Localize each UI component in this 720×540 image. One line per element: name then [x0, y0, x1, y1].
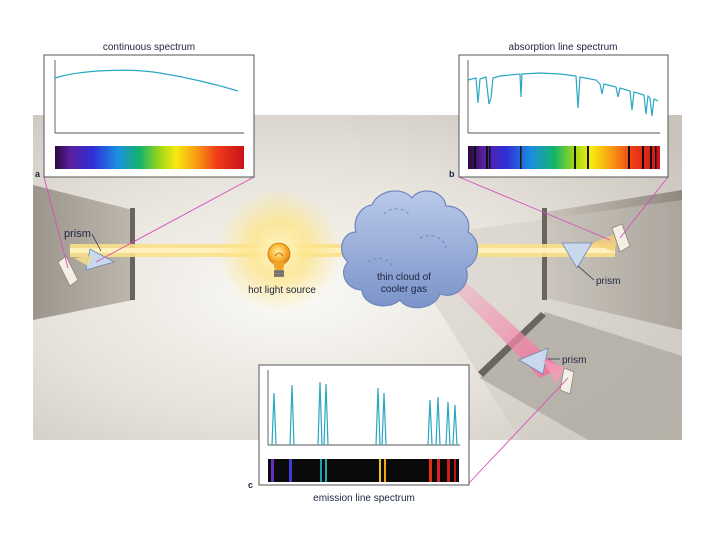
emission-spectrum-panel [258, 364, 470, 486]
emission-peaks [271, 381, 458, 446]
panel-letter-c: c [248, 480, 253, 490]
emission-spectrum-title: emission line spectrum [313, 493, 415, 504]
callout-lines [43, 176, 669, 484]
absorption-lines [474, 146, 657, 169]
right-prism-pointer [577, 265, 595, 281]
continuous-spectrum-panel [43, 54, 255, 178]
absorption-graph-line [467, 72, 659, 117]
right-viewer-cone [545, 190, 682, 330]
emission-beam [440, 272, 560, 378]
absorption-spectrum-title: absorption line spectrum [509, 42, 618, 53]
emission-lines [271, 459, 456, 482]
panel-letter-a: a [35, 169, 41, 179]
continuous-spectrum-title: continuous spectrum [103, 42, 195, 53]
panel-letter-b: b [449, 169, 455, 179]
absorption-spectrum-bar [468, 146, 660, 169]
emission-spectrum-bar [268, 459, 459, 482]
left-prism-label: prism [64, 228, 91, 240]
right-prism-label: prism [596, 276, 620, 287]
bottom-prism-icon [518, 347, 575, 395]
continuous-spectrum-bar [55, 146, 244, 169]
bottom-prism-label: prism [562, 355, 586, 366]
gas-cloud [340, 190, 479, 309]
right-prism-icon [561, 223, 631, 269]
light-source-label: hot light source [248, 285, 316, 296]
gas-cloud-label-line2: cooler gas [381, 284, 427, 295]
absorption-spectrum-panel [458, 54, 669, 178]
gas-cloud-label-line1: thin cloud of [377, 272, 431, 283]
continuous-graph-line [54, 69, 239, 92]
left-prism-pointer [91, 233, 102, 252]
light-bulb-icon [267, 242, 291, 277]
